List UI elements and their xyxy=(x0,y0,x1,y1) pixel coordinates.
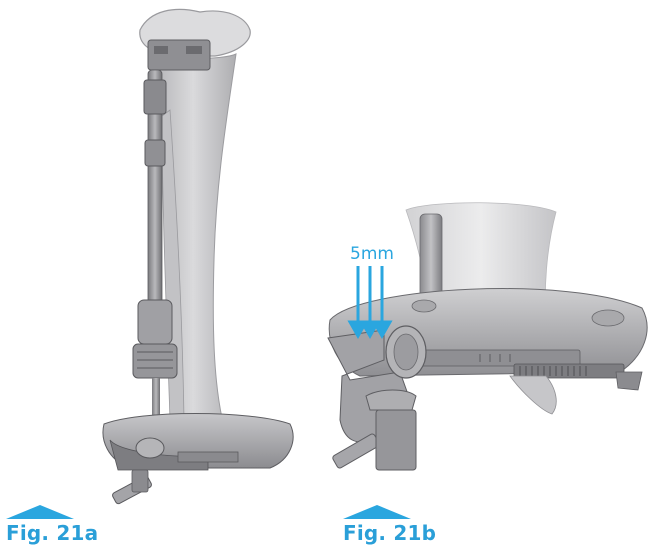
ratchet-bar xyxy=(513,363,625,379)
caption-marker-21a xyxy=(6,505,74,519)
figure-21b-illustration xyxy=(327,202,648,471)
figure-caption-21b: Fig. 21b xyxy=(343,521,437,545)
caption-marker-21b xyxy=(343,505,411,519)
locking-lever xyxy=(365,389,417,411)
figure-caption-21a: Fig. 21a xyxy=(6,521,99,545)
measurement-arrows xyxy=(347,266,393,340)
figure-21a-illustration xyxy=(102,8,294,505)
proximal-block xyxy=(147,39,211,71)
measurement-label: 5mm xyxy=(350,244,394,264)
